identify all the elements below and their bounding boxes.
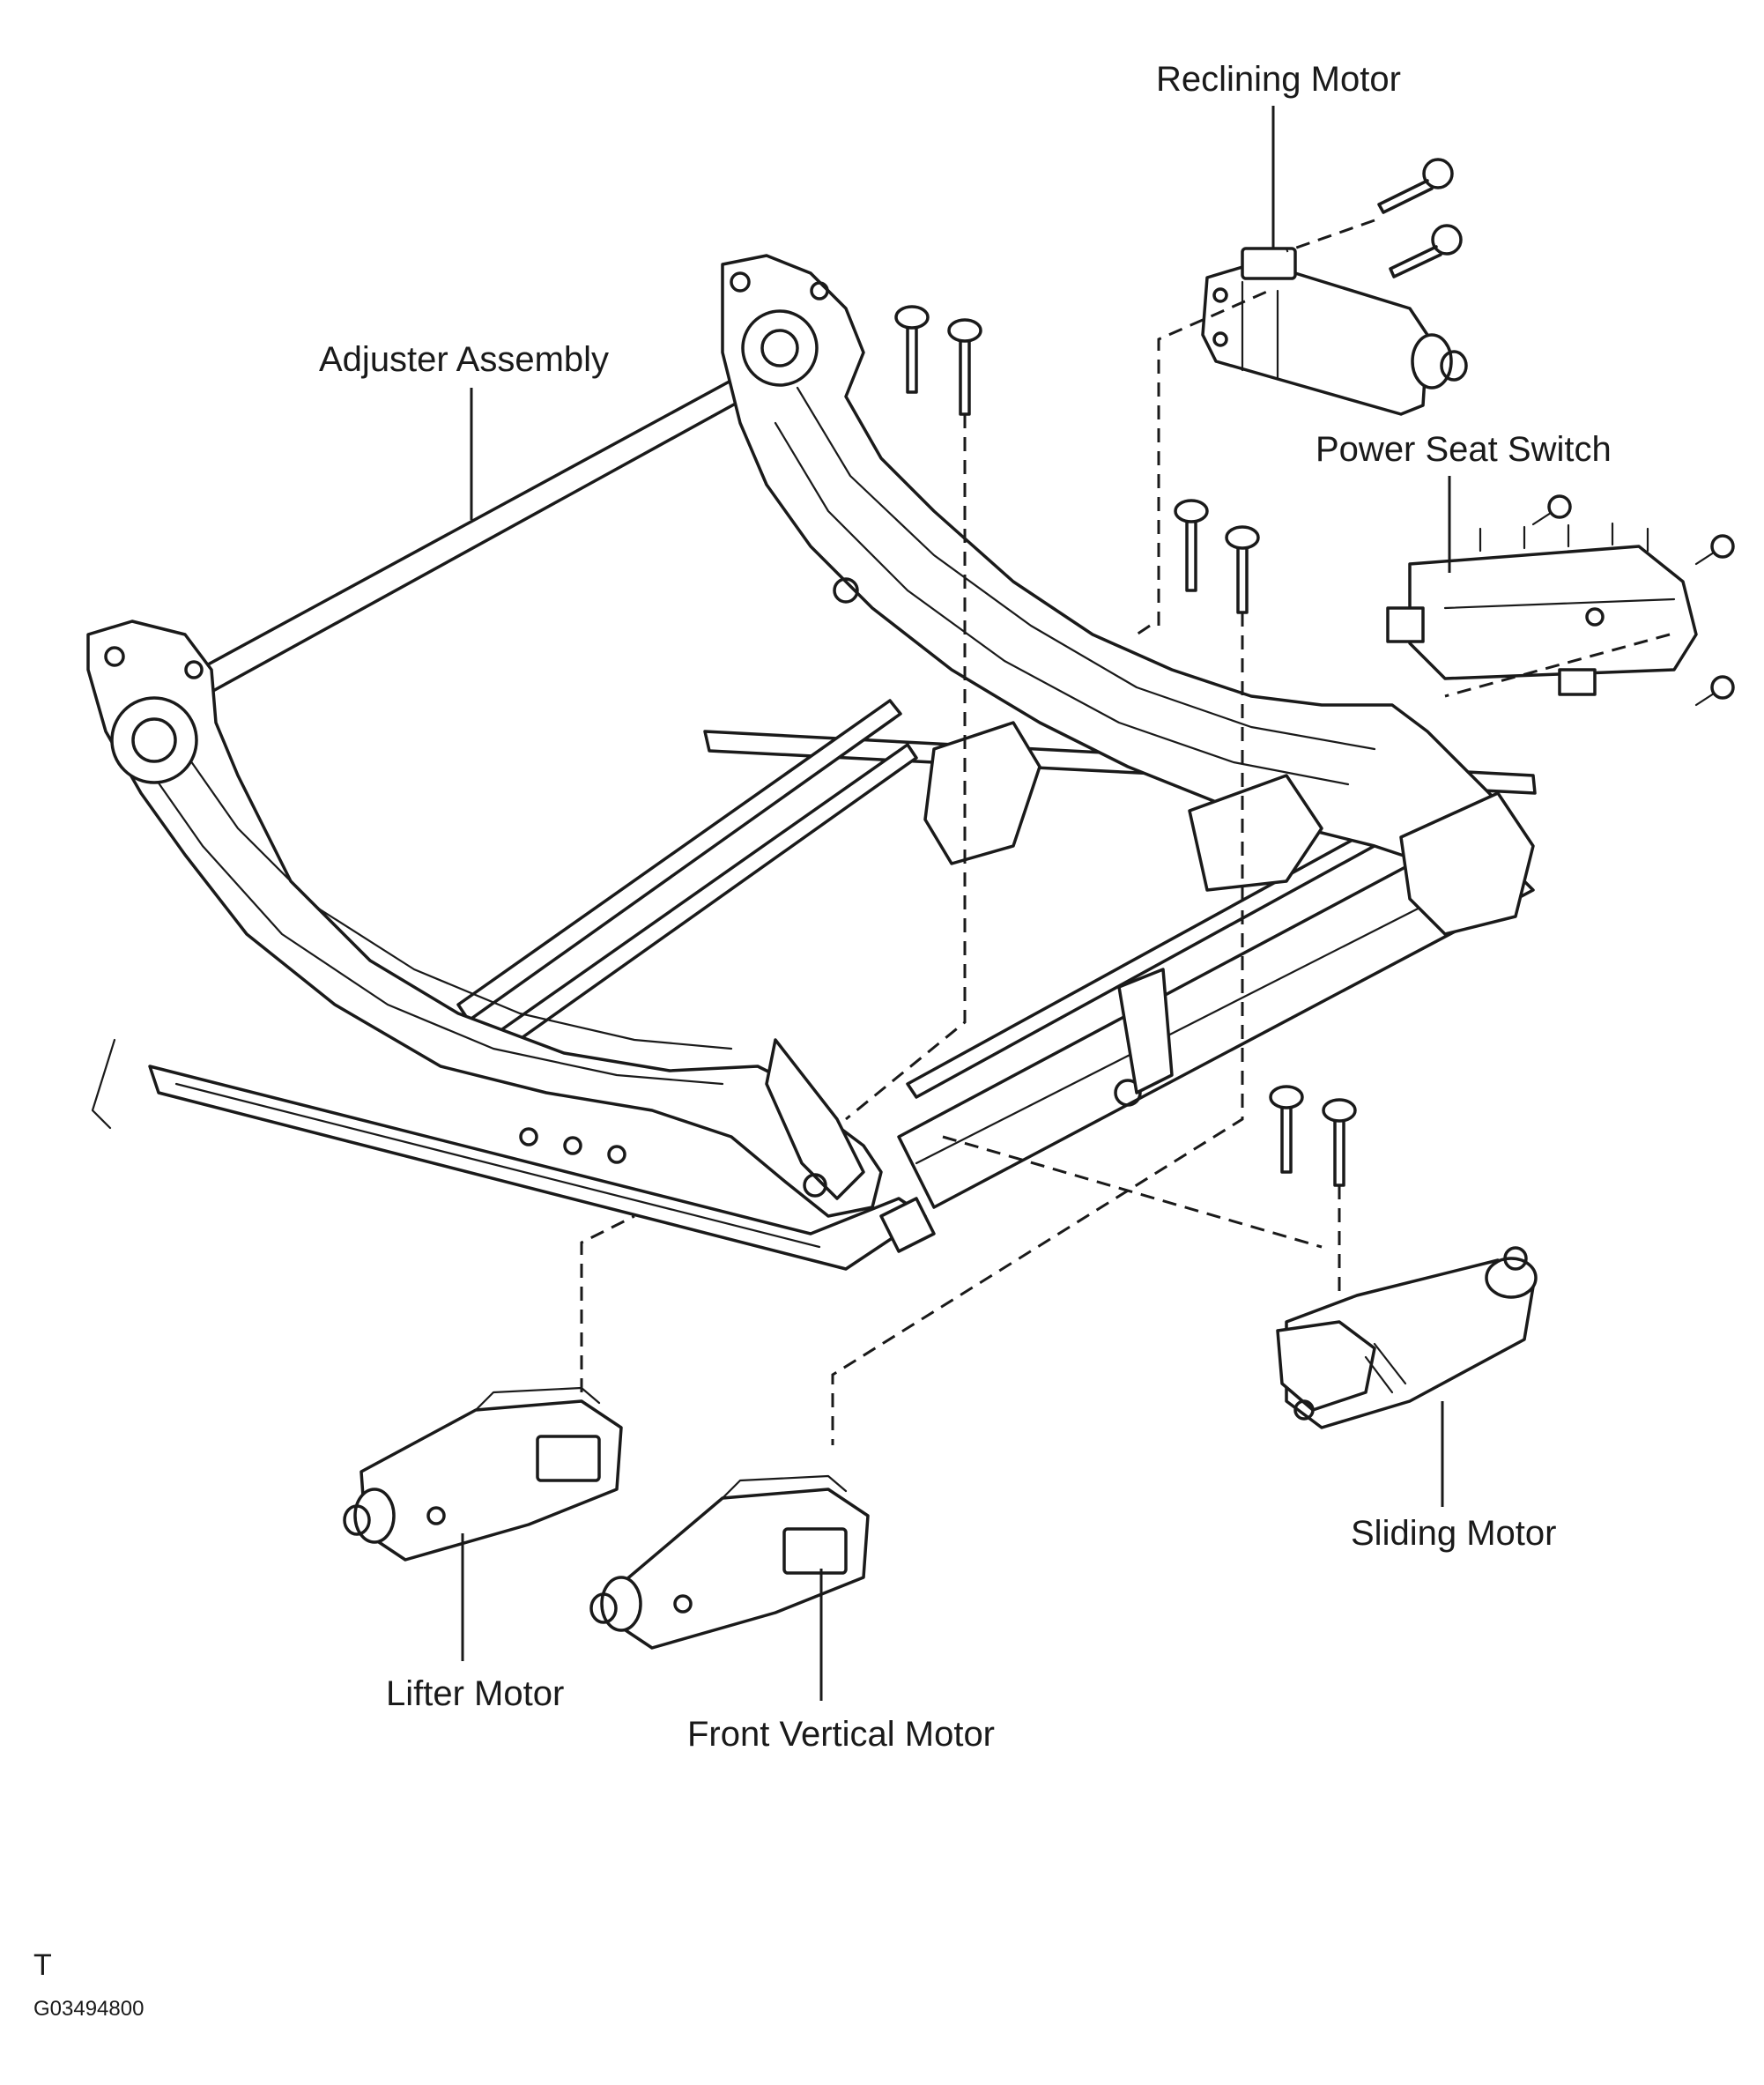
screw-icon [1694,534,1735,566]
leader-lines [461,106,1451,1701]
bolt-icon [1322,1098,1357,1187]
bolt-icon [894,305,930,394]
label-adjuster-assembly: Adjuster Assembly [319,340,610,379]
figure-code: G03494800 [33,1997,145,2021]
label-lifter-motor: Lifter Motor [386,1674,565,1713]
bolt-icon [1174,499,1209,592]
power-seat-switch-part [1386,522,1698,696]
lifter-motor-part [343,1386,623,1562]
bolt-icon [1225,525,1260,614]
bolt-icons [894,158,1735,1187]
footer-letter: T [33,1948,52,1982]
bolt-icon [1269,1085,1304,1174]
bolt-icon [1389,224,1463,278]
screw-icon [1531,494,1572,526]
label-sliding-motor: Sliding Motor [1351,1514,1557,1553]
label-power-seat-switch: Power Seat Switch [1316,430,1612,469]
sliding-motor-part [1276,1246,1538,1429]
assembly-dashed-lines [580,219,1671,1445]
adjuster-assembly-frame [86,254,1537,1271]
bolt-icon [1377,158,1454,214]
bolt-icon [947,318,982,416]
reclining-motor-part [1201,247,1468,416]
screw-icon [1694,675,1735,707]
label-reclining-motor: Reclining Motor [1156,60,1401,99]
front-vertical-motor-part [589,1474,870,1650]
label-front-vertical-motor: Front Vertical Motor [687,1715,996,1754]
